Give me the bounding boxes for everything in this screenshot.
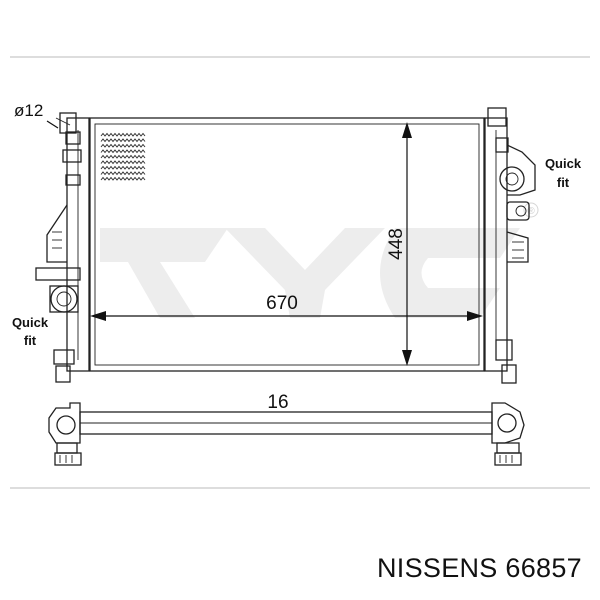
left-quick-fit-label-line2: fit bbox=[24, 333, 37, 348]
product-caption: NISSENS 66857 bbox=[376, 553, 582, 583]
diameter-leader bbox=[46, 120, 59, 129]
fin-row bbox=[100, 149, 146, 154]
side-view bbox=[48, 402, 525, 466]
width-dimension bbox=[90, 311, 483, 321]
right-quick-fit-label-line2: fit bbox=[557, 175, 570, 190]
watermark-logo: ® bbox=[100, 202, 539, 318]
left-quick-fit-label-line1: Quick bbox=[12, 315, 49, 330]
fin-pattern bbox=[100, 132, 146, 181]
left-tank bbox=[35, 112, 90, 383]
fin-row bbox=[100, 160, 146, 165]
right-tank bbox=[484, 107, 536, 384]
fin-row bbox=[100, 171, 146, 176]
fin-row bbox=[100, 143, 146, 148]
depth-label: 16 bbox=[267, 392, 288, 413]
width-label: 670 bbox=[266, 293, 298, 314]
height-label: 448 bbox=[386, 228, 407, 260]
registered-mark: ® bbox=[527, 206, 535, 217]
fin-row bbox=[100, 138, 146, 143]
fin-row bbox=[100, 176, 146, 181]
radiator-core bbox=[89, 117, 485, 372]
left-quick-fit-connector bbox=[49, 285, 79, 313]
diameter-label: ø12 bbox=[14, 101, 43, 120]
fin-row bbox=[100, 154, 146, 159]
fin-row bbox=[100, 132, 146, 137]
fin-row bbox=[100, 165, 146, 170]
height-dimension bbox=[402, 122, 412, 366]
right-quick-fit-label-line1: Quick bbox=[545, 156, 582, 171]
